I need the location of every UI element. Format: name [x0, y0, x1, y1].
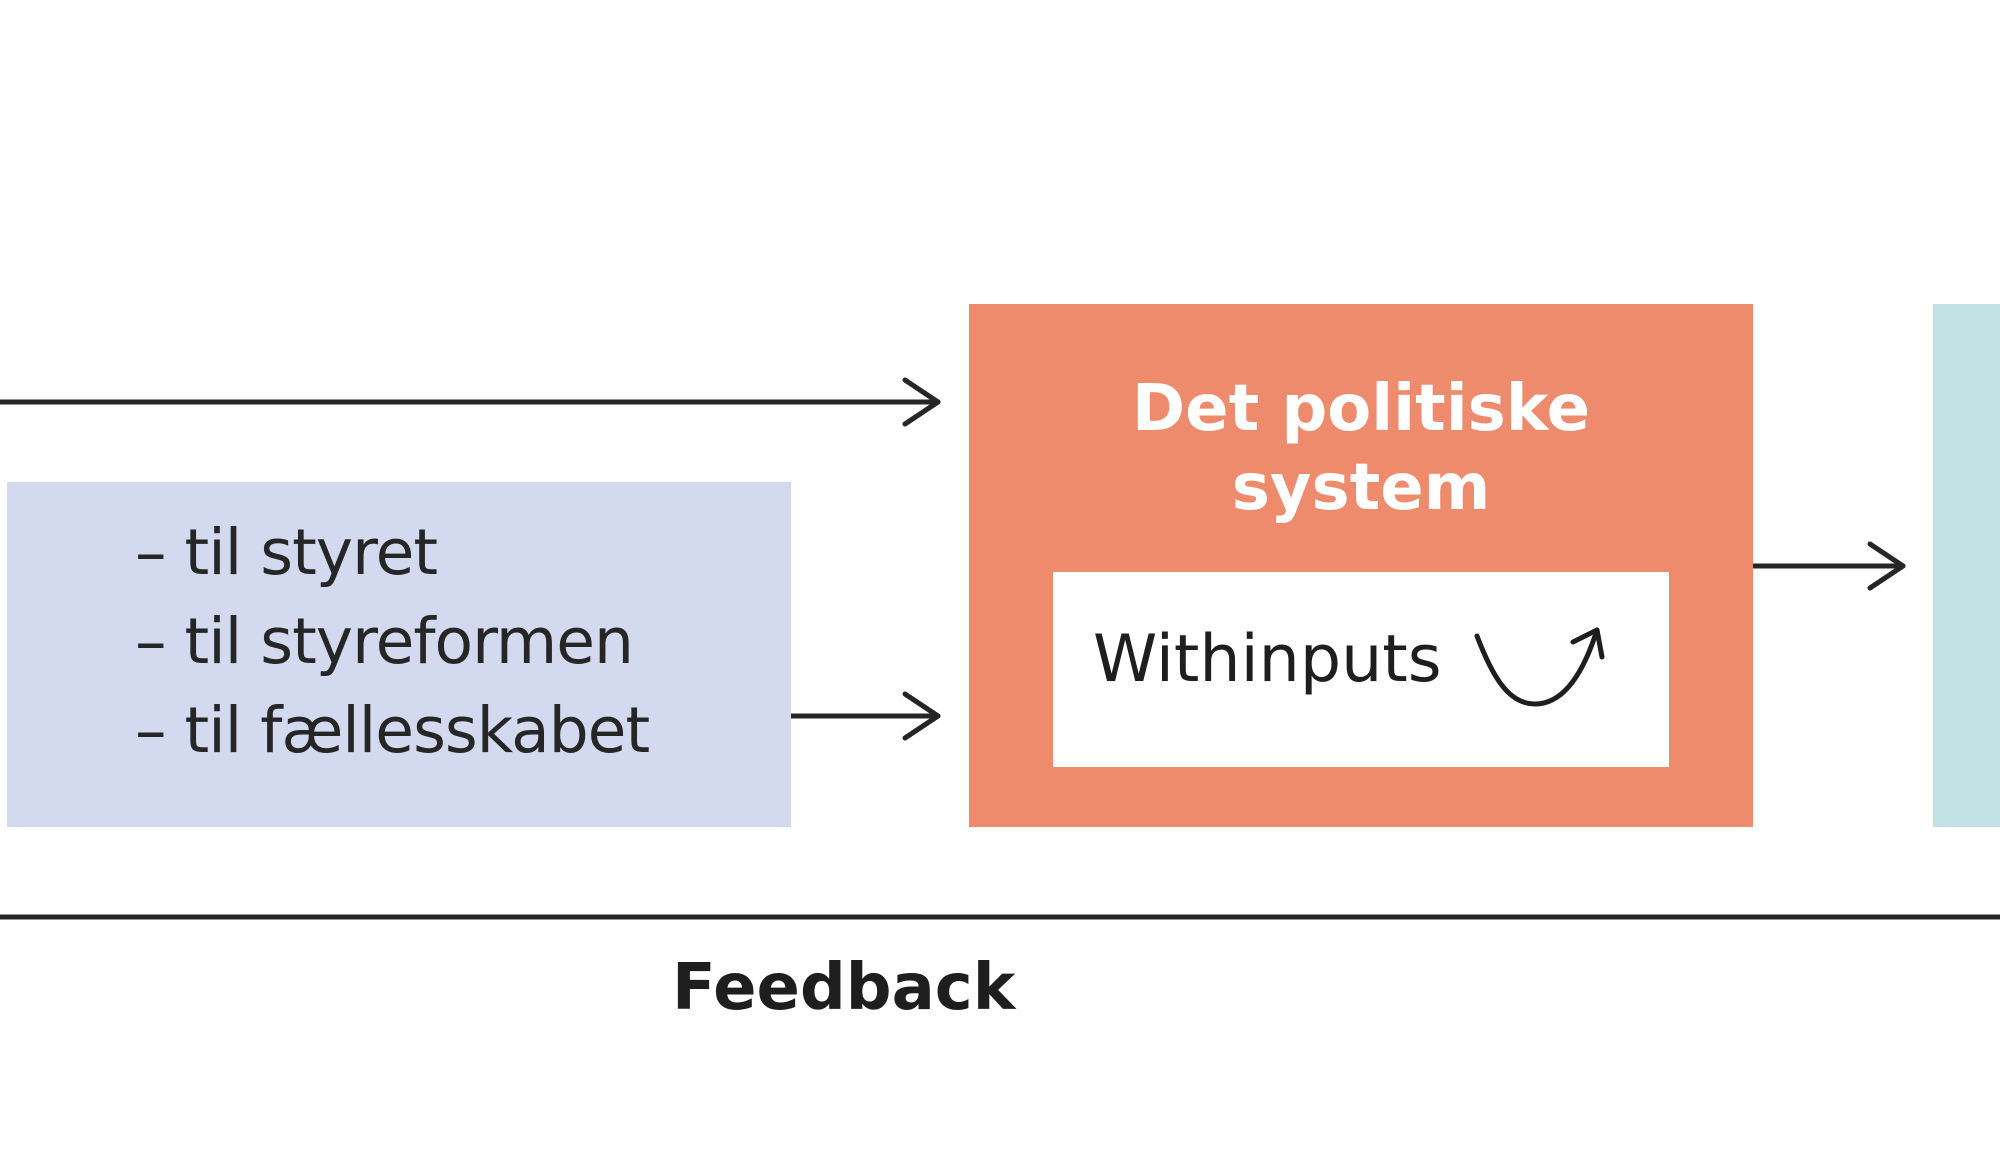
feedback-label: Feedback	[672, 951, 1016, 1025]
support-item-styret: – til styret	[135, 516, 438, 589]
withinputs-box: Withinputs	[1053, 572, 1669, 767]
system-title-line-2: system	[1231, 451, 1491, 525]
output-box	[1933, 304, 2000, 827]
support-to-system-arrow	[788, 691, 941, 741]
withinputs-label: Withinputs	[1093, 622, 1442, 697]
system-title: Det politiske system	[969, 370, 1753, 528]
support-box: – til styret – til styreformen – til fæl…	[7, 482, 791, 827]
support-item-styreformen: – til styreformen	[135, 605, 634, 678]
system-output-arrow	[1750, 541, 1906, 591]
system-title-line-1: Det politiske	[1132, 372, 1590, 446]
political-system-box: Det politiske system Withinputs	[969, 304, 1753, 827]
curved-return-arrow-icon	[1474, 627, 1605, 707]
top-input-arrow	[0, 377, 941, 427]
support-item-faellesskabet: – til fællesskabet	[135, 694, 650, 767]
support-list: – til styret – til styreformen – til fæl…	[135, 508, 650, 775]
